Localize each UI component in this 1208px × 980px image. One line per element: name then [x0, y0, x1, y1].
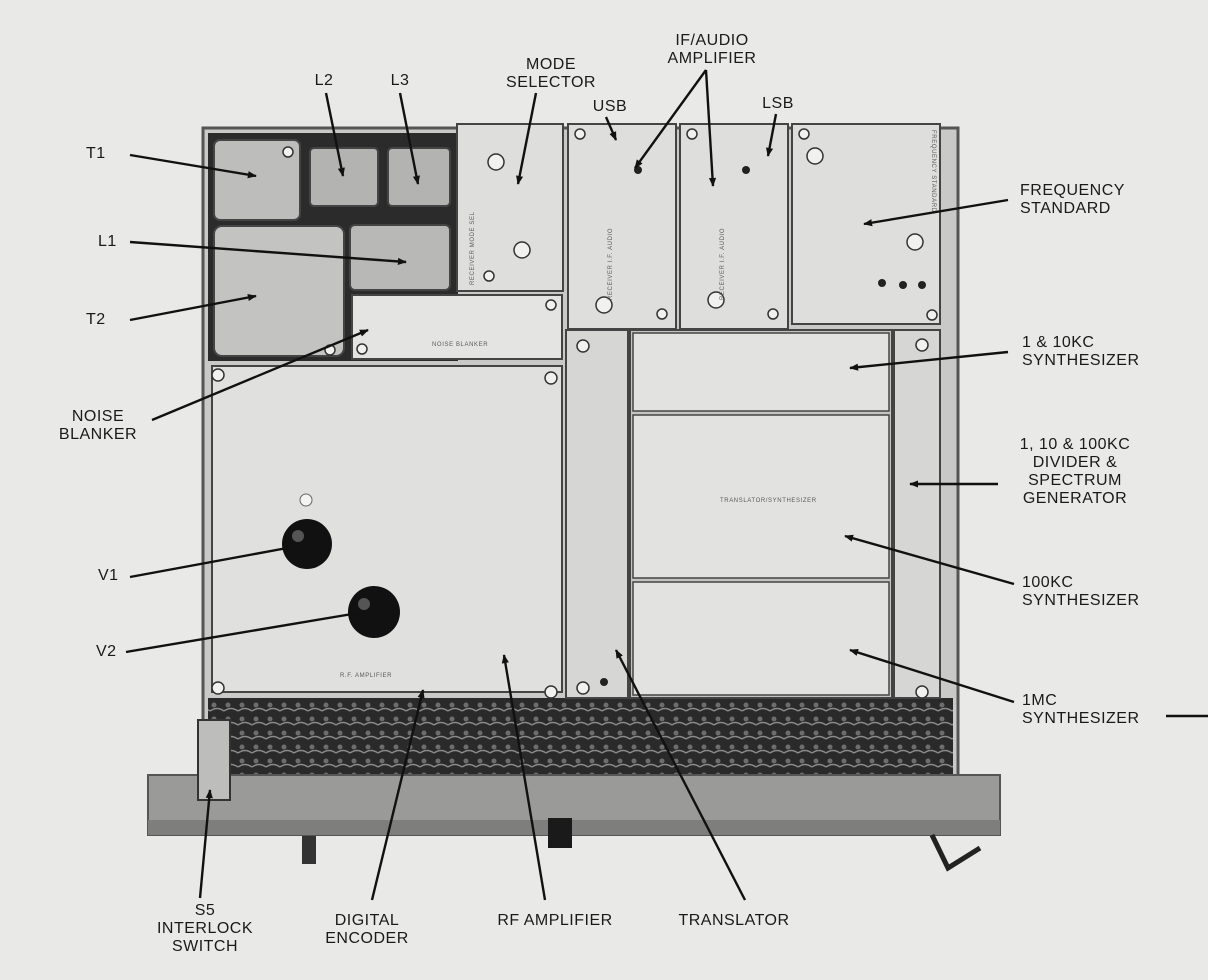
- label-mode-selector: MODE SELECTOR: [506, 56, 596, 91]
- label-v2: V2: [96, 643, 117, 660]
- label-frequency-standard: FREQUENCY STANDARD: [1020, 182, 1125, 217]
- label-usb: USB: [592, 98, 628, 115]
- leader-usb: [604, 116, 618, 141]
- l2-component: [309, 147, 379, 207]
- label-t1: T1: [86, 145, 106, 162]
- leader-l2: [324, 92, 345, 177]
- label-divider-spectrum: 1, 10 & 100KC DIVIDER & SPECTRUM GENERAT…: [1019, 436, 1131, 507]
- leader-l1: [129, 240, 407, 266]
- divider-module: [893, 329, 941, 699]
- marking-rf-amp: R.F. AMPLIFIER: [340, 673, 392, 679]
- leader-mode-selector: [516, 92, 538, 185]
- leader-synth-1mc: [849, 648, 1015, 704]
- usb-module: [567, 123, 677, 330]
- front-panel-edge: [148, 820, 1000, 835]
- label-noise-blanker: NOISE BLANKER: [58, 408, 138, 443]
- leader-t1: [129, 153, 257, 179]
- label-s5-interlock: S5 INTERLOCK SWITCH: [156, 902, 254, 955]
- marking-lsb: RECEIVER I.F. AUDIO: [720, 228, 726, 300]
- label-rf-amplifier: RF AMPLIFIER: [497, 912, 613, 929]
- leader-synth-1-10kc: [849, 350, 1009, 371]
- t1-component: [213, 139, 301, 221]
- t2-component: [213, 225, 345, 357]
- marking-usb: RECEIVER I.F. AUDIO: [608, 228, 614, 300]
- label-lsb: LSB: [762, 95, 794, 112]
- leader-frequency-standard: [863, 198, 1009, 227]
- marking-mode-sel: RECEIVER MODE SEL: [470, 211, 476, 285]
- v2-tube-highlight: [358, 598, 370, 610]
- label-synth-100kc: 100KC SYNTHESIZER: [1022, 574, 1140, 609]
- label-synth-1mc: 1MC SYNTHESIZER: [1022, 692, 1140, 727]
- synth-1-10kc-module: [632, 332, 890, 412]
- front-jack: [302, 836, 316, 864]
- leader-lines: [125, 69, 1208, 901]
- label-if-audio-amplifier: IF/AUDIO AMPLIFIER: [667, 32, 757, 67]
- label-l1: L1: [98, 233, 117, 250]
- noise-blanker-module: [351, 294, 563, 360]
- label-l3: L3: [390, 72, 410, 89]
- label-digital-encoder: DIGITAL ENCODER: [325, 912, 409, 947]
- marking-noise-blanker: NOISE BLANKER: [432, 342, 488, 348]
- leader-l3: [398, 92, 420, 185]
- front-knob: [548, 818, 572, 848]
- l1-component: [349, 224, 451, 291]
- screws: [211, 128, 938, 699]
- marking-freq-std: FREQUENCY STANDARD: [930, 130, 936, 213]
- label-translator: TRANSLATOR: [678, 912, 790, 929]
- label-l2: L2: [314, 72, 334, 89]
- leader-translator: [614, 649, 747, 901]
- synth-1mc-module: [632, 581, 890, 696]
- leader-t2: [129, 293, 257, 322]
- tilt-foot: [929, 833, 982, 872]
- leader-if-audio-1: [634, 69, 707, 169]
- l3-component: [387, 147, 451, 207]
- label-v1: V1: [98, 567, 119, 584]
- leader-lsb: [765, 113, 778, 157]
- leader-s5: [198, 789, 213, 899]
- leader-rf-amplifier: [501, 654, 547, 901]
- v1-tube-highlight: [292, 530, 304, 542]
- label-t2: T2: [86, 311, 106, 328]
- synth-100kc-module: [632, 414, 890, 579]
- leader-noise-blanker: [151, 328, 369, 422]
- leader-v1: [129, 543, 299, 579]
- mode-selector-module: [456, 123, 564, 292]
- v2-tube: [348, 586, 400, 638]
- translator-module: [565, 329, 629, 699]
- s5-switch-body: [197, 719, 231, 801]
- label-synth-1-10kc: 1 & 10KC SYNTHESIZER: [1022, 334, 1140, 369]
- marking-translator-synth: TRANSLATOR/SYNTHESIZER: [720, 498, 817, 504]
- rf-amplifier-module: [211, 365, 563, 693]
- leader-v2: [125, 609, 365, 654]
- lsb-module: [679, 123, 789, 330]
- v1-tube: [282, 519, 332, 569]
- leader-digital-encoder: [370, 689, 425, 901]
- hole: [299, 493, 313, 507]
- leader-synth-100kc: [844, 534, 1015, 586]
- leader-if-audio-2: [704, 69, 717, 187]
